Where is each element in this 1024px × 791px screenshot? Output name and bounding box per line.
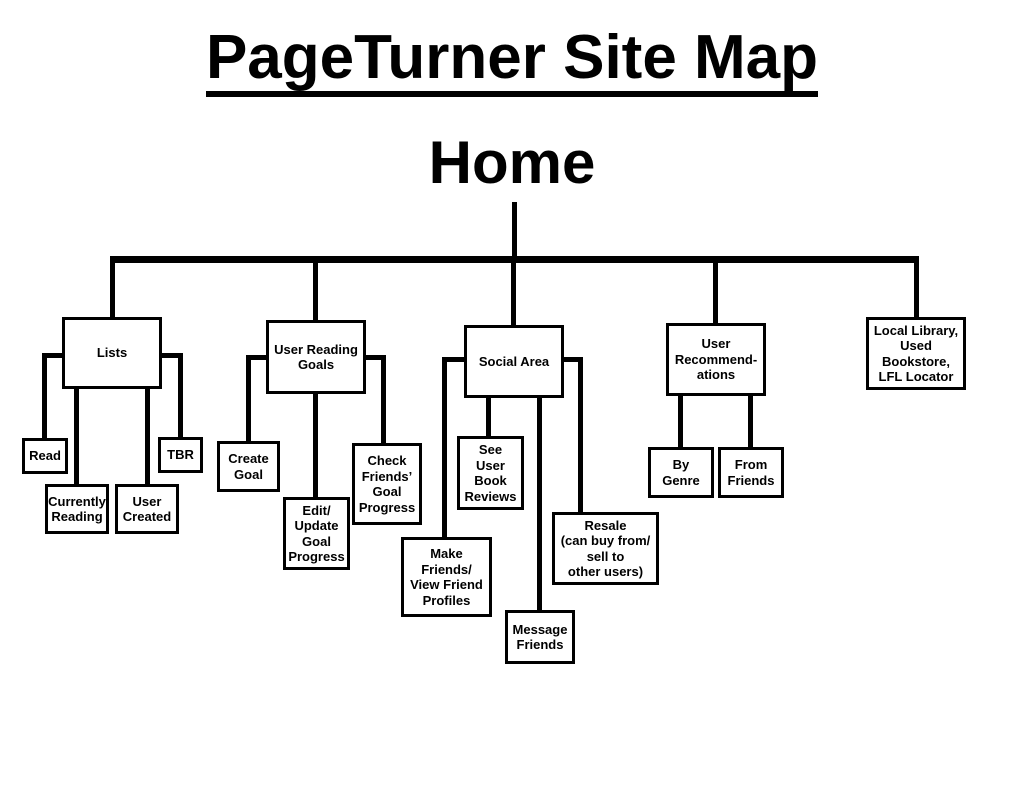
connector-currently-reading-drop [74, 388, 79, 485]
node-local-library-locator: Local Library, Used Bookstore, LFL Locat… [866, 317, 966, 390]
node-by-genre: By Genre [648, 447, 714, 498]
node-user-recommendations: User Recommend- ations [666, 323, 766, 396]
connector-social-right-arm [562, 357, 583, 362]
node-tbr: TBR [158, 437, 203, 473]
connector-social-left-arm [442, 357, 466, 362]
node-edit-update-goal-progress: Edit/ Update Goal Progress [283, 497, 350, 570]
node-from-friends: From Friends [718, 447, 784, 498]
node-resale: Resale (can buy from/ sell to other user… [552, 512, 659, 585]
node-make-friends: Make Friends/ View Friend Profiles [401, 537, 492, 617]
connector-goals-left-arm [246, 355, 268, 360]
connector-lists-drop [110, 260, 115, 318]
connector-goals-drop [313, 260, 318, 321]
connector-see-reviews-drop [486, 397, 491, 437]
node-check-friends-goal-progress: Check Friends’ Goal Progress [352, 443, 422, 525]
connector-check-friends-drop [381, 355, 386, 444]
node-currently-reading: Currently Reading [45, 484, 109, 534]
connector-make-friends-drop [442, 357, 447, 538]
node-social-area: Social Area [464, 325, 564, 398]
node-create-goal: Create Goal [217, 441, 280, 492]
connector-home-stem [512, 202, 517, 260]
title-underline [206, 91, 818, 97]
connector-create-goal-drop [246, 355, 251, 442]
connector-goals-right-arm [363, 355, 386, 360]
connector-user-created-drop [145, 388, 150, 485]
connector-locator-drop [914, 260, 919, 318]
node-lists: Lists [62, 317, 162, 389]
node-read: Read [22, 438, 68, 474]
home-node: Home [428, 129, 596, 196]
connector-tbr-drop [178, 353, 183, 438]
connector-social-drop [511, 260, 516, 326]
connector-read-drop [42, 353, 47, 439]
node-user-created: User Created [115, 484, 179, 534]
connector-by-genre-drop [678, 395, 683, 448]
connector-from-friends-drop [748, 395, 753, 448]
node-message-friends: Message Friends [505, 610, 575, 664]
connector-main-bar [110, 256, 919, 263]
connector-edit-goal-drop [313, 392, 318, 498]
connector-lists-left-arm [42, 353, 64, 358]
connector-recs-drop [713, 260, 718, 324]
connector-lists-right-arm [160, 353, 183, 358]
connector-message-friends-drop [537, 397, 542, 611]
node-user-reading-goals: User Reading Goals [266, 320, 366, 394]
page-title: PageTurner Site Map [205, 23, 819, 92]
connector-resale-drop [578, 357, 583, 513]
node-see-user-book-reviews: See User Book Reviews [457, 436, 524, 510]
